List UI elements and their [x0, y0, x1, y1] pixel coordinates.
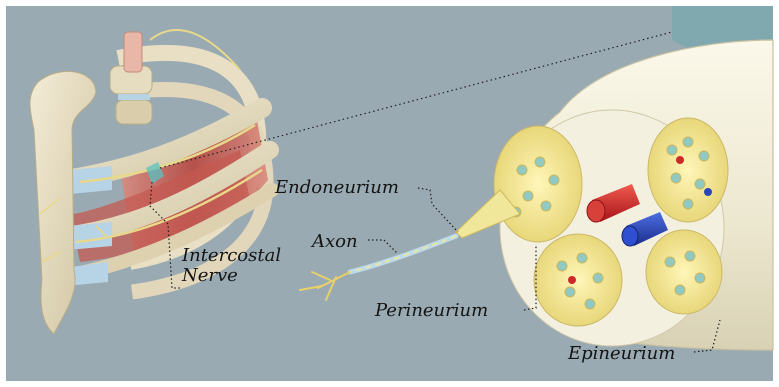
vein-end [622, 226, 638, 246]
label-intercostal-line1: Intercostal [182, 246, 281, 266]
small-vein [704, 188, 712, 196]
artery-end [587, 200, 605, 222]
label-intercostal-line2: Nerve [182, 266, 281, 286]
intervertebral-disc [118, 94, 150, 100]
fascicle-lower-right [646, 230, 722, 314]
fascicle-lower-left [534, 234, 622, 326]
label-endoneurium: Endoneurium [275, 178, 399, 198]
vertebra-lower [116, 100, 152, 124]
label-intercostal-nerve: Intercostal Nerve [182, 246, 281, 286]
label-axon: Axon [312, 232, 358, 252]
small-artery [676, 156, 684, 164]
spinal-cord [124, 32, 142, 72]
label-perineurium: Perineurium [375, 301, 488, 321]
small-artery-2 [568, 276, 576, 284]
label-epineurium: Epineurium [568, 344, 675, 364]
fascicle-extruded [494, 126, 582, 242]
